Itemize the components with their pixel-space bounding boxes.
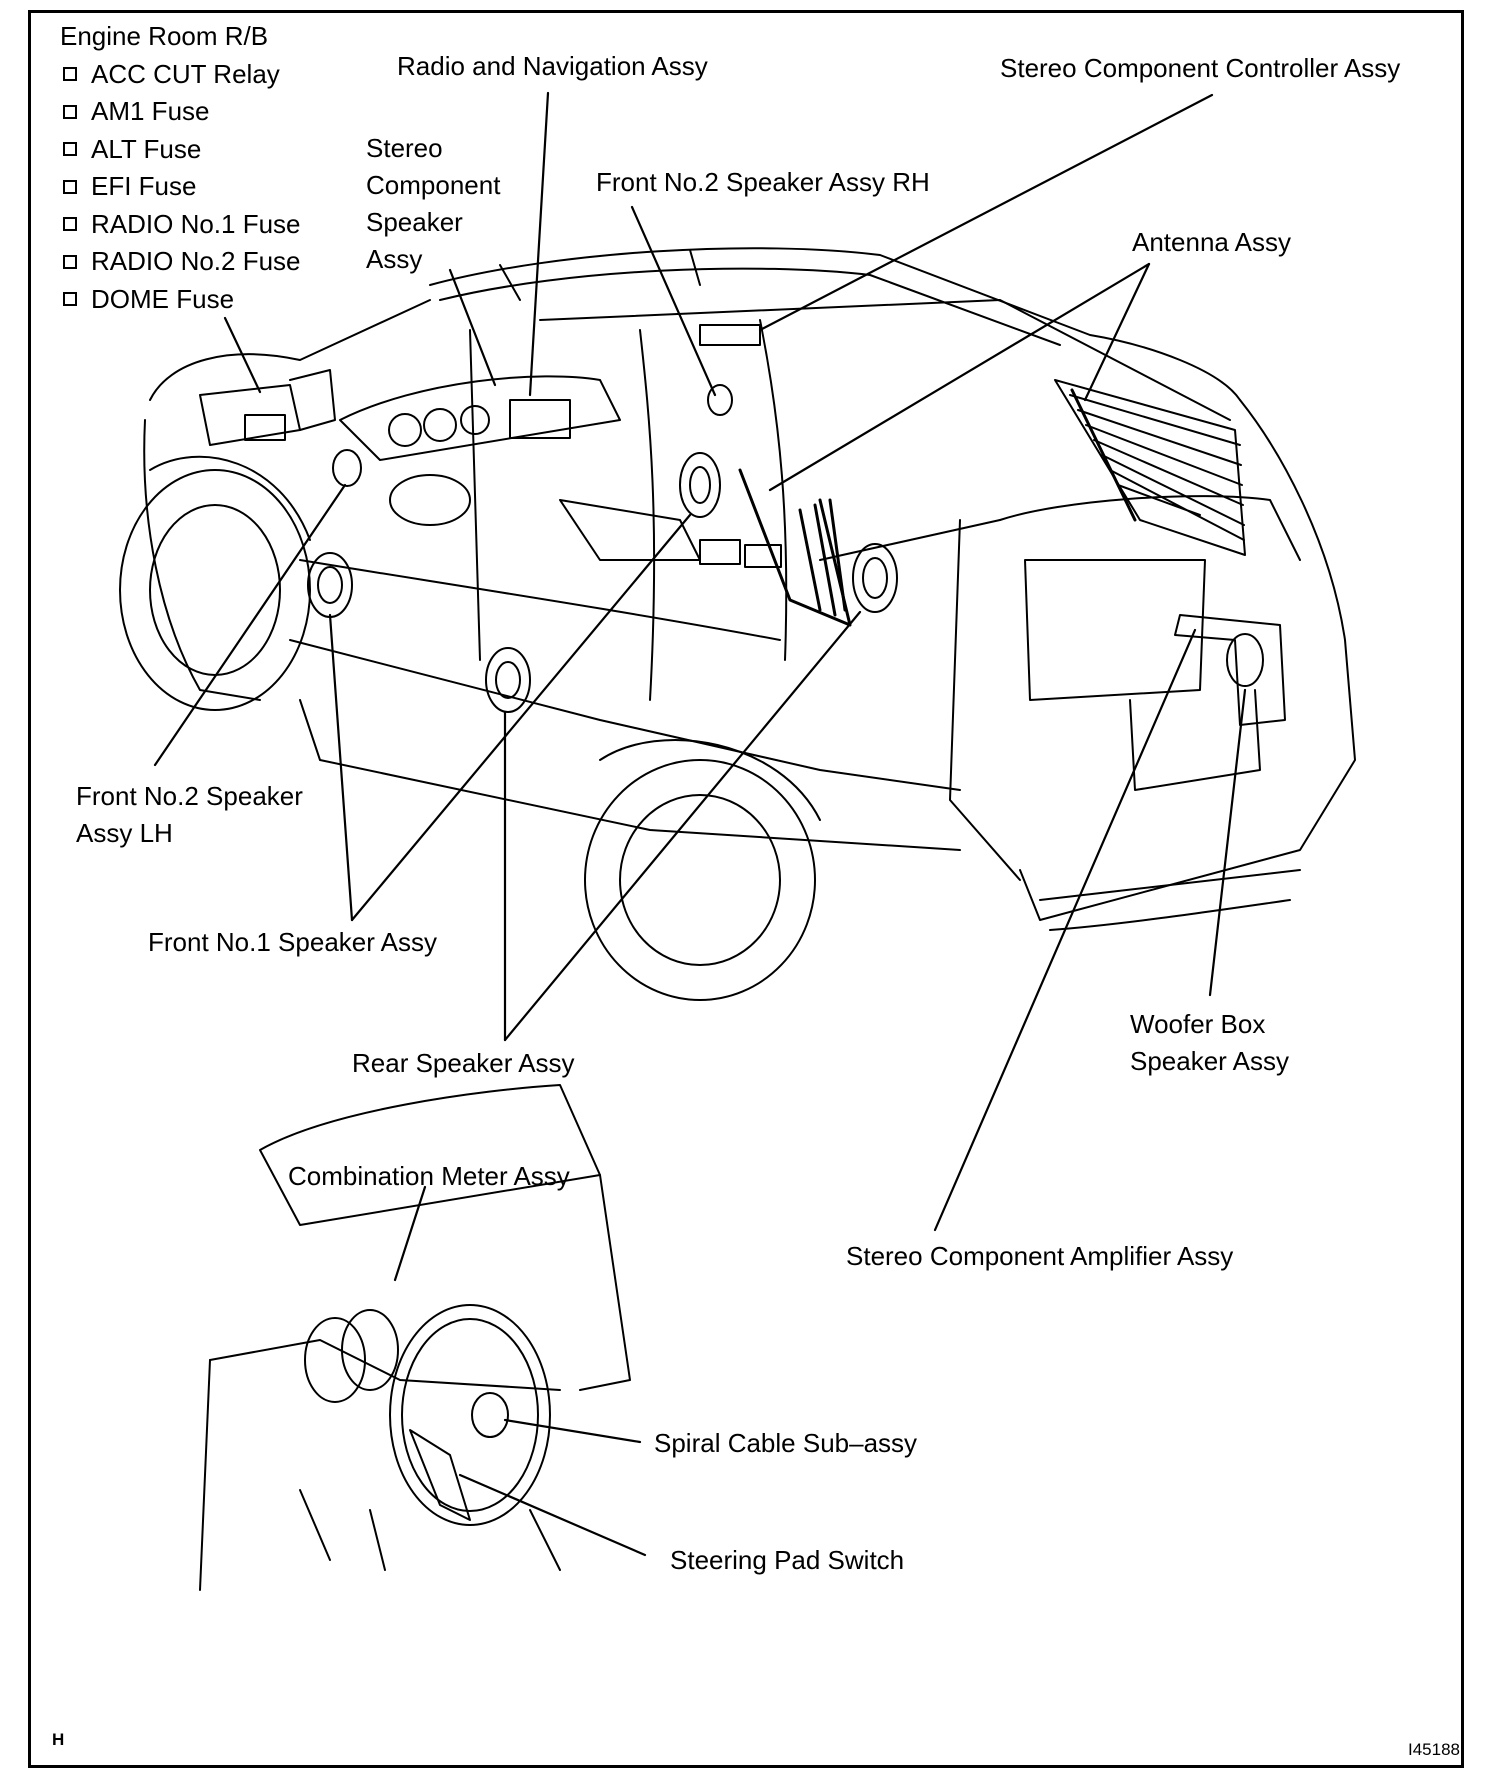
- label-rear-speaker: Rear Speaker Assy: [352, 1048, 575, 1078]
- label-spiral-cable: Spiral Cable Sub–assy: [654, 1428, 918, 1458]
- engine-room-title: Engine Room R/B: [60, 21, 269, 51]
- figure-id: I45188: [1408, 1740, 1460, 1759]
- label-stereo-controller: Stereo Component Controller Assy: [1000, 53, 1401, 83]
- steering-inset: [199, 1084, 631, 1591]
- label-stereo-speaker: Stereo Component Speaker Assy: [366, 133, 501, 274]
- list-item: ALT Fuse: [60, 131, 301, 169]
- list-item: EFI Fuse: [60, 168, 301, 206]
- checkbox-icon: [63, 254, 77, 269]
- label-antenna: Antenna Assy: [1132, 227, 1291, 257]
- label-stereo-amplifier: Stereo Component Amplifier Assy: [846, 1241, 1234, 1271]
- list-item: DOME Fuse: [60, 281, 301, 319]
- label-front2-lh: Front No.2 Speaker Assy LH: [76, 781, 303, 848]
- relay-block: [199, 369, 336, 446]
- list-item: AM1 Fuse: [60, 93, 301, 131]
- corner-mark: H: [52, 1730, 65, 1749]
- diagram-frame: [28, 10, 1464, 1768]
- list-item: ACC CUT Relay: [60, 56, 301, 94]
- checkbox-icon: [63, 217, 77, 232]
- checkbox-icon: [63, 104, 77, 119]
- checkbox-icon: [63, 142, 77, 157]
- speakers: [307, 384, 1286, 726]
- checkbox-icon: [63, 292, 77, 307]
- wheels: [119, 455, 821, 1001]
- side-antenna-element: [738, 468, 852, 627]
- label-steering-pad-switch: Steering Pad Switch: [670, 1545, 905, 1575]
- checkbox-icon: [63, 179, 77, 194]
- rear-window-antenna-grid: [1054, 379, 1246, 556]
- dashboard-interior: [339, 324, 782, 568]
- vehicle-body-outline: [143, 247, 1356, 931]
- label-woofer: Woofer Box Speaker Assy: [1130, 1009, 1289, 1076]
- list-item: RADIO No.2 Fuse: [60, 243, 301, 281]
- label-radio-navigation: Radio and Navigation Assy: [397, 51, 708, 81]
- list-item: RADIO No.1 Fuse: [60, 206, 301, 244]
- engine-room-list: Engine Room R/B ACC CUT Relay AM1 Fuse A…: [60, 18, 301, 318]
- label-combination-meter: Combination Meter Assy: [288, 1161, 570, 1191]
- label-front2-rh: Front No.2 Speaker Assy RH: [596, 167, 930, 197]
- checkbox-icon: [63, 67, 77, 82]
- label-front1: Front No.1 Speaker Assy: [148, 927, 438, 957]
- leader-lines: [153, 91, 1247, 1557]
